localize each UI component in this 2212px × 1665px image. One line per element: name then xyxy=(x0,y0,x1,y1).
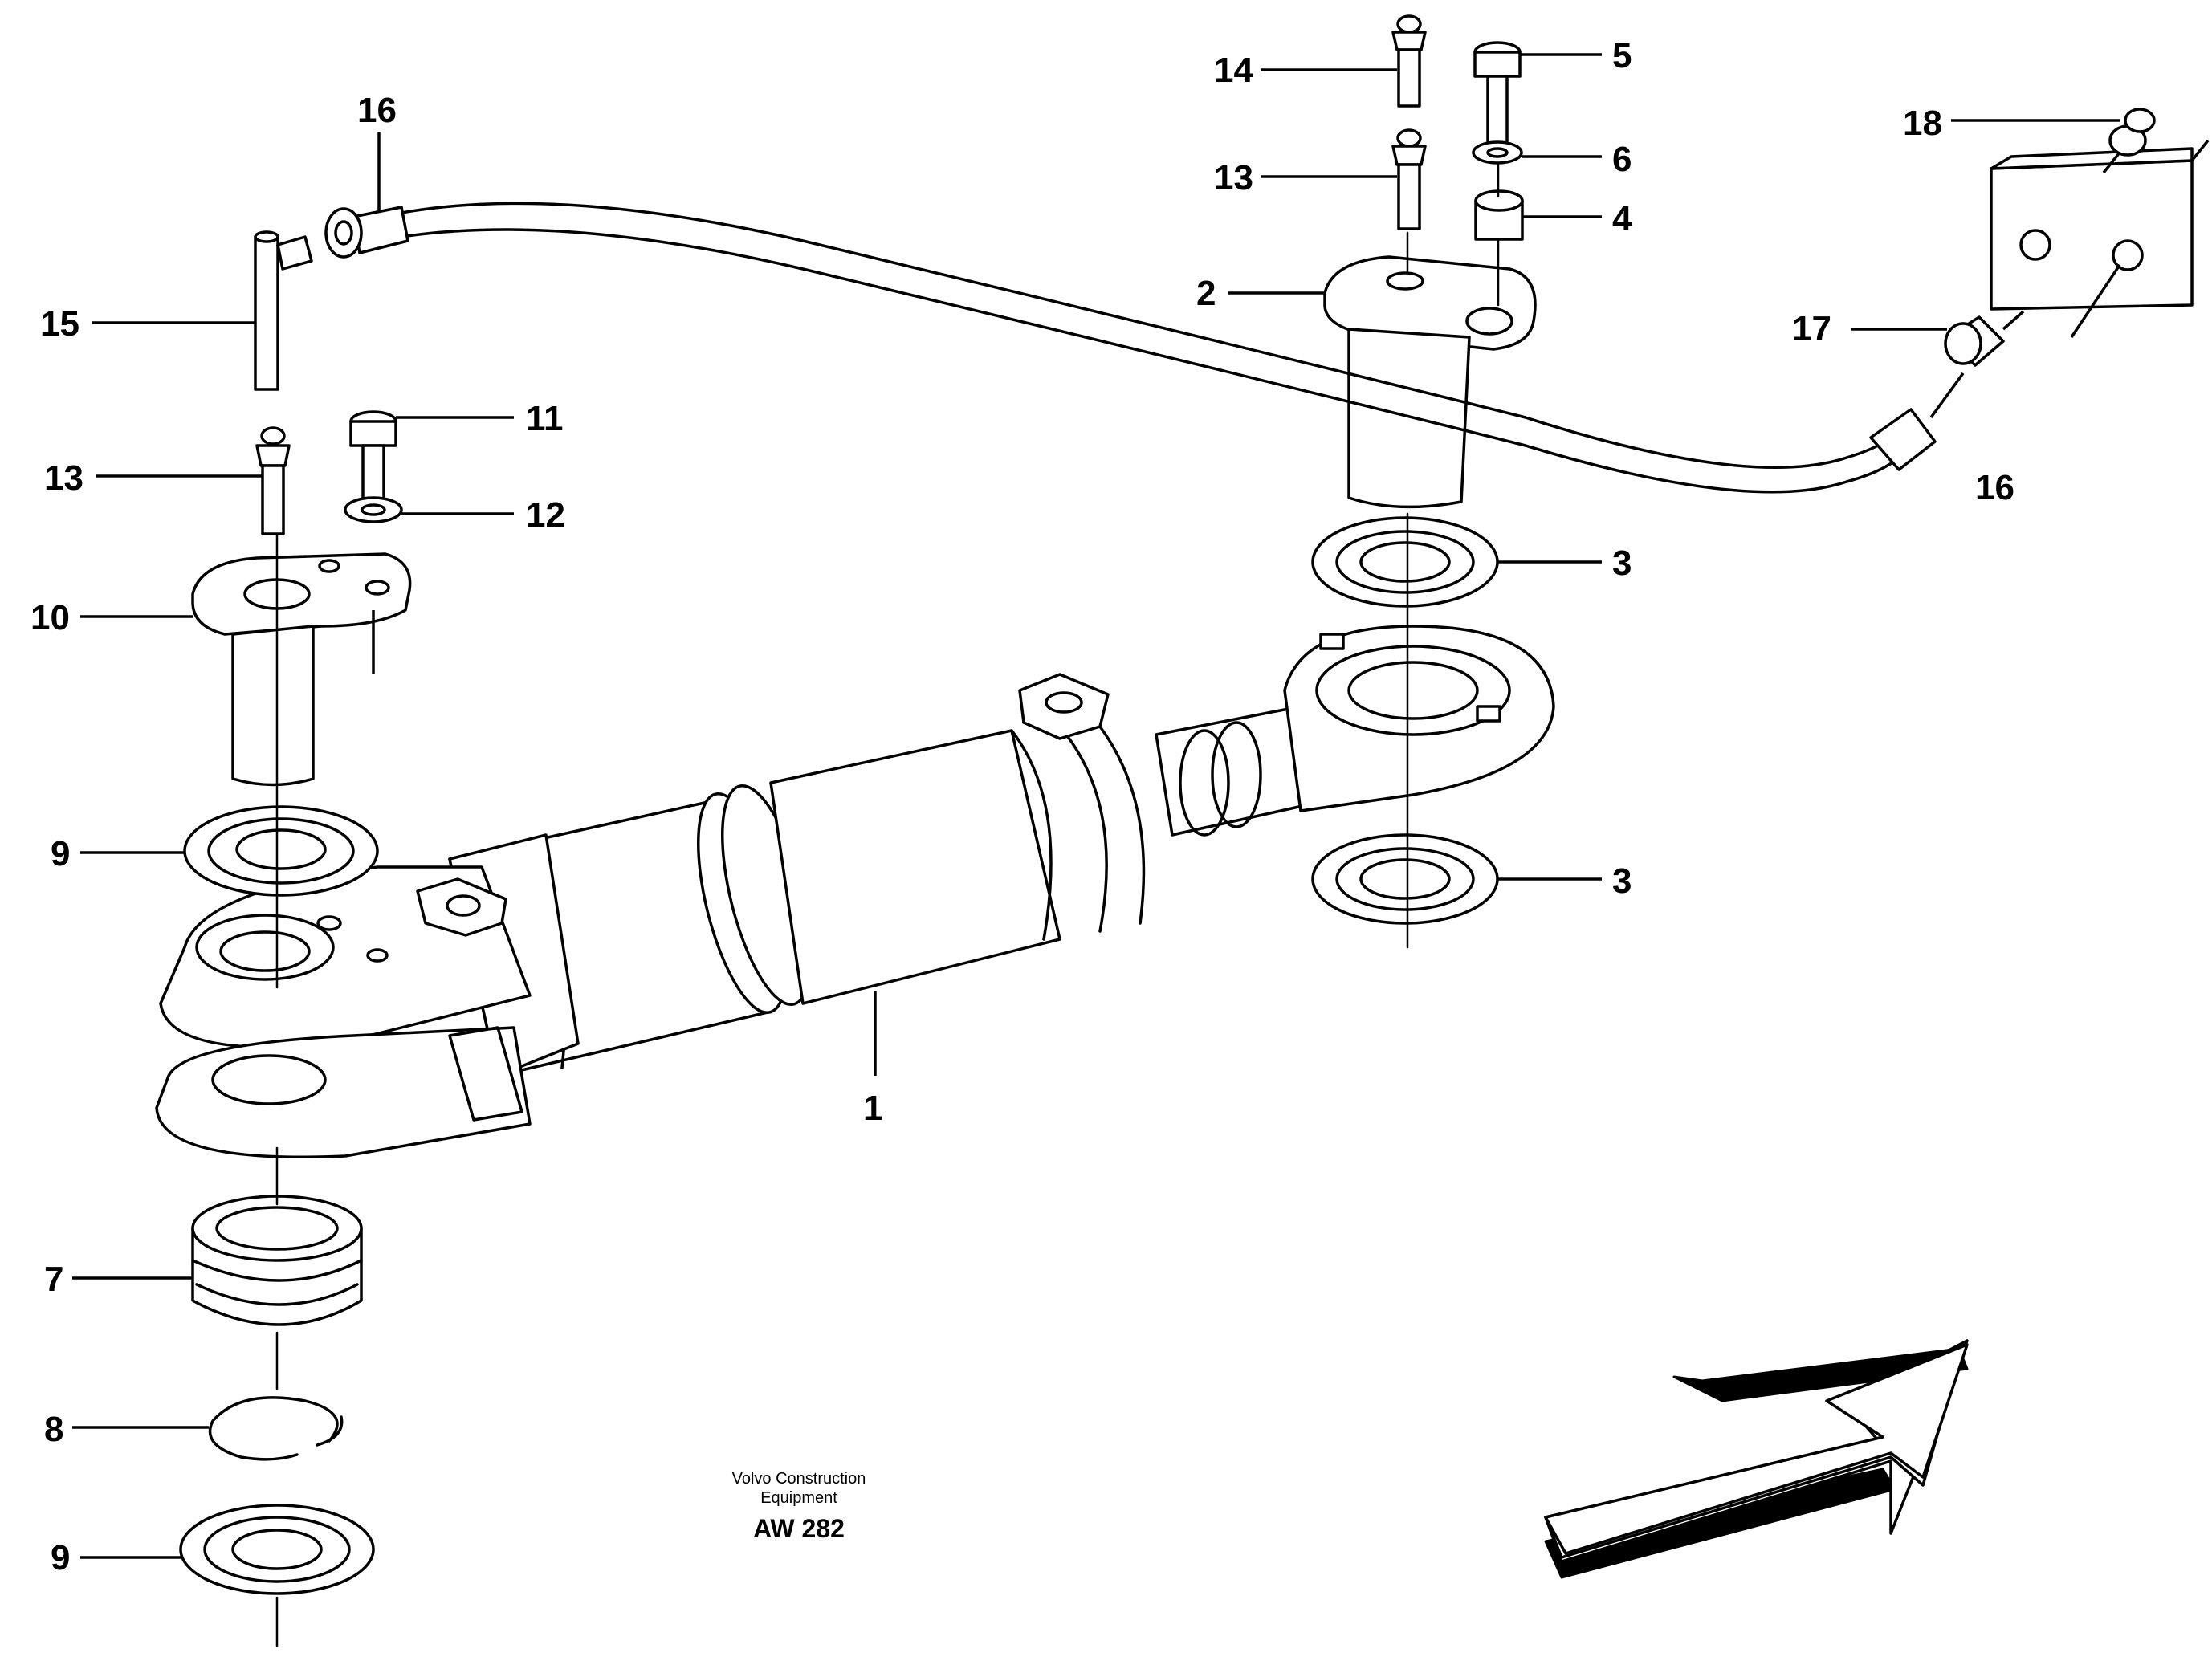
caption-line-2: Equipment xyxy=(760,1489,837,1507)
callout-17: 17 xyxy=(1792,309,1831,348)
callout-8: 8 xyxy=(44,1410,63,1449)
callout-3-lower: 3 xyxy=(1612,861,1632,901)
washer-6 xyxy=(1472,140,1523,165)
callout-13-right: 13 xyxy=(1214,158,1253,197)
callout-3-upper: 3 xyxy=(1612,543,1632,583)
assembly-centerlines xyxy=(275,163,1500,1647)
callout-leaders xyxy=(72,53,2120,1559)
bearing-3-upper xyxy=(1311,516,1499,608)
bearing-3-lower xyxy=(1311,833,1499,925)
callout-1: 1 xyxy=(863,1089,882,1128)
callout-11: 11 xyxy=(526,399,564,438)
callout-13-left: 13 xyxy=(44,458,84,498)
callout-9-upper: 9 xyxy=(51,834,70,873)
pin-left xyxy=(191,552,412,787)
washer-12 xyxy=(344,496,403,523)
callout-12: 12 xyxy=(526,495,565,535)
screw-11 xyxy=(349,410,397,519)
pin-right xyxy=(1323,255,1537,509)
caption-code: AW 282 xyxy=(753,1514,845,1543)
washer-9-upper xyxy=(183,805,379,897)
fitting-18 xyxy=(2102,108,2156,174)
screw-5 xyxy=(1473,41,1522,150)
spherical-bearing xyxy=(191,1195,363,1326)
callout-14: 14 xyxy=(1214,51,1253,90)
callout-9-lower: 9 xyxy=(51,1538,70,1577)
callout-labels: 1 2 3 3 4 5 6 7 8 9 9 10 11 12 13 13 14 … xyxy=(31,36,2014,1577)
callout-4: 4 xyxy=(1612,199,1632,238)
callout-16-right: 16 xyxy=(1975,468,2014,507)
washer-9-lower xyxy=(179,1504,375,1595)
callout-6: 6 xyxy=(1612,140,1632,179)
callout-10: 10 xyxy=(31,598,70,637)
hydraulic-cylinder xyxy=(155,625,1555,1158)
fitting-17 xyxy=(1944,310,2025,367)
circlip xyxy=(208,1396,344,1461)
callout-16-left: 16 xyxy=(357,91,397,130)
grease-nipple-13-right xyxy=(1391,128,1427,230)
grease-nipple-14 xyxy=(1391,14,1427,108)
callout-5: 5 xyxy=(1612,36,1632,75)
arrow-icon xyxy=(1544,1339,1969,1579)
callout-15: 15 xyxy=(40,304,79,344)
lubrication-block xyxy=(1990,139,2210,338)
grease-hose xyxy=(324,202,1965,494)
callout-2: 2 xyxy=(1196,274,1216,313)
spacer-4 xyxy=(1474,189,1524,241)
elbow-pin xyxy=(254,230,313,391)
caption: Volvo Construction Equipment AW 282 xyxy=(732,1470,866,1543)
caption-line-1: Volvo Construction xyxy=(732,1470,866,1488)
callout-7: 7 xyxy=(44,1260,63,1299)
callout-18: 18 xyxy=(1903,104,1942,143)
grease-nipple-13-left xyxy=(255,426,291,535)
